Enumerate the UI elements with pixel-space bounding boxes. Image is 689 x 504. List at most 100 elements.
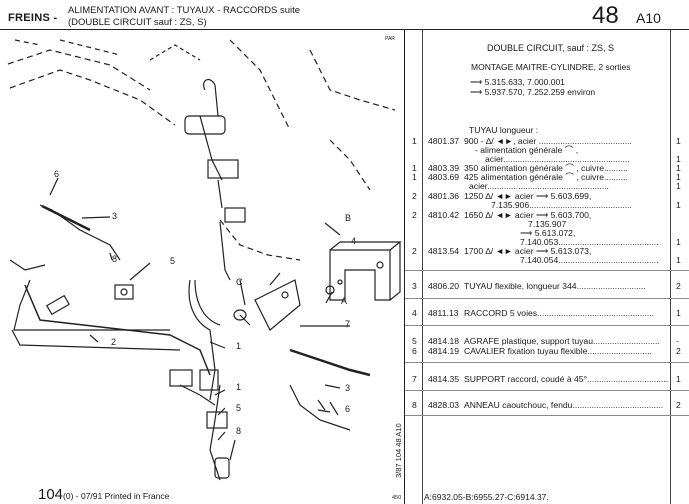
table-row-text: 1700 ∆/ ◄► acier ⟶ 5.613.073, [464, 246, 592, 256]
brake-pipe-diagram [7, 39, 402, 481]
intro-range-2: ⟶ 5.937.570, 7.252.259 environ [470, 87, 595, 98]
row-separator [405, 298, 689, 299]
footer-right: A:6932.05-B:6955.27-C:6914.37. [424, 492, 549, 502]
arrow-right-icon: ⟶ [470, 87, 485, 97]
callout-label: 5 [236, 403, 242, 413]
row-separator [405, 270, 689, 271]
range-2-text: 5.937.570, 7.252.259 environ [484, 87, 596, 97]
row-separator [405, 325, 689, 326]
table-row-qty: 2 [676, 281, 681, 291]
callout-label: 1 [236, 341, 242, 351]
intro-title: DOUBLE CIRCUIT, sauf : ZS, S [487, 43, 615, 53]
table-row-text: acier...................................… [485, 154, 630, 164]
intro-range-1: ⟶ 5.315.633, 7.000.001 [470, 77, 565, 88]
table-row-idx: 7 [412, 374, 417, 384]
table-row-idx: 1 [412, 163, 417, 173]
callout-label: 6 [54, 169, 60, 179]
table-row-idx: 1 [412, 172, 417, 182]
table-row-ref: 4801.37 [428, 136, 460, 146]
table-row-text: 900 - ∆/ ◄►, acier .....................… [464, 136, 632, 146]
table-row-idx: 2 [412, 191, 417, 201]
callout-label: A [341, 296, 348, 306]
table-row-qty: 1 [676, 255, 681, 265]
table-row-qty: 1 [676, 237, 681, 247]
row-separator [405, 415, 689, 416]
side-reference: 3/87 104 48 A10 [394, 423, 403, 478]
table-row-qty: - [676, 336, 679, 346]
table-row-ref: 4811.13 [428, 308, 459, 318]
range-1-text: 5.315.633, 7.000.001 [484, 77, 565, 87]
table-row-text: ANNEAU caoutchouc, fendu................… [464, 400, 664, 410]
table-row-qty: 1 [676, 374, 681, 384]
table-row-qty: 1 [676, 172, 681, 182]
table-row-text: CAVALIER fixation tuyau flexible........… [464, 346, 652, 356]
bottom-mark: 450 [392, 495, 402, 501]
callout-label: 4 [351, 236, 357, 246]
callout-label: 8 [112, 254, 118, 264]
table-row-text: 7.135.906...............................… [491, 200, 632, 210]
table-row-idx: 5 [412, 336, 417, 346]
callout-label: 8 [236, 426, 242, 436]
table-row-idx: 4 [412, 308, 417, 318]
subtitle-line-1: ALIMENTATION AVANT : TUYAUX - RACCORDS s… [68, 5, 301, 16]
header-rule [0, 29, 689, 30]
table-row-idx: 1 [412, 136, 417, 146]
table-row-idx: 8 [412, 400, 417, 410]
callout-label: 3 [112, 211, 118, 221]
table-row-qty: 1 [676, 181, 681, 191]
callout-label: 6 [345, 404, 351, 414]
table-row-text: 7.140.053...............................… [520, 237, 659, 247]
table-row-qty: 1 [676, 308, 681, 318]
table-row-ref: 4814.18 [428, 336, 460, 346]
table-row-ref: 4803.69 [428, 172, 460, 182]
callout-label: B [345, 213, 352, 223]
table-row-text: - alimentation générale ⌒ , [475, 145, 579, 155]
table-row-idx: 3 [412, 281, 417, 291]
table-row-idx: 2 [412, 246, 417, 256]
subtitle-line-2: (DOUBLE CIRCUIT sauf : ZS, S) [68, 17, 207, 28]
callout-label: 2 [111, 337, 117, 347]
table-row-qty: 2 [676, 346, 681, 356]
section-title: FREINS - [8, 12, 58, 24]
table-row-text: RACCORD 5 voies.........................… [464, 308, 655, 318]
table-row-text: TUYAU flexible, longueur 344............… [464, 281, 646, 291]
table-row-text: 7.135.907 [528, 219, 567, 229]
table-row-text: 425 alimentation générale ⌒ , cuivre....… [464, 172, 628, 182]
table-row-ref: 4810.42 [428, 210, 460, 220]
table-row-text: TUYAU longueur : [469, 125, 539, 135]
corner-mark: PAR [385, 36, 395, 42]
table-row-ref: 4806.20 [428, 281, 460, 291]
table-row-text: SUPPORT raccord, coudé à 45°............… [464, 374, 669, 384]
table-row-qty: 1 [676, 136, 681, 146]
page-code: A10 [636, 10, 661, 26]
table-row-text: 350 alimentation générale ⌒ , cuivre....… [464, 163, 628, 173]
col-line [422, 30, 423, 504]
callout-label: 7 [345, 319, 351, 329]
table-row-ref: 4828.03 [428, 400, 460, 410]
table-row-qty: 2 [676, 400, 681, 410]
callout-label: C [236, 277, 243, 287]
table-row-ref: 4814.19 [428, 346, 460, 356]
section-subtitle: ALIMENTATION AVANT : TUYAUX - RACCORDS s… [68, 5, 300, 29]
col-line [670, 30, 671, 504]
footer-print-info: (0) - 07/91 Printed in France [63, 491, 170, 501]
table-row-text: AGRAFE plastique, support tuyau.........… [464, 336, 660, 346]
table-row-text: 7.140.054...............................… [520, 255, 659, 265]
page-number: 48 [592, 2, 619, 29]
table-row-ref: 4801.36 [428, 191, 460, 201]
table-row-text: 1250 ∆/ ◄► acier ⟶ 5.603.699, [464, 191, 592, 201]
callout-label: 3 [345, 383, 351, 393]
table-row-qty: 1 [676, 200, 681, 210]
intro-subtitle: MONTAGE MAITRE-CYLINDRE, 2 sorties [471, 62, 631, 72]
table-row-idx: 2 [412, 210, 417, 220]
table-row-text: 1650 ∆/ ◄► acier ⟶ 5.603.700, [464, 210, 592, 220]
row-separator [405, 390, 689, 391]
arrow-right-icon: ⟶ [470, 77, 485, 87]
callout-label: 5 [170, 256, 176, 266]
table-row-qty: 1 [676, 163, 681, 173]
table-row-ref: 4813.54 [428, 246, 460, 256]
callout-label: 1 [236, 382, 242, 392]
table-row-text: acier...................................… [469, 181, 609, 191]
footer-page: 104 [38, 486, 64, 503]
table-row-idx: 6 [412, 346, 417, 356]
